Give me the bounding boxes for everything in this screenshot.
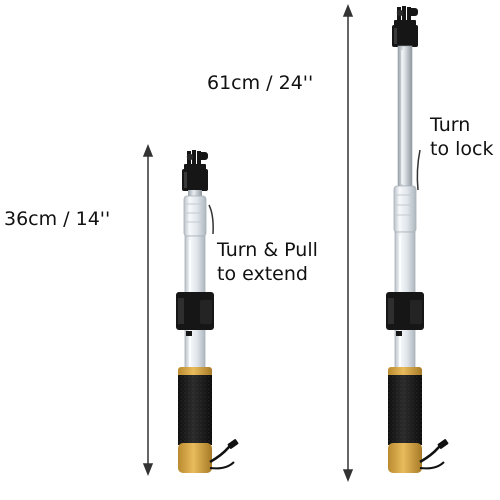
gopro-mount-icon xyxy=(392,6,418,47)
pull-pointer-line xyxy=(208,204,214,235)
short-length-label: 36cm / 14'' xyxy=(4,208,111,230)
wrist-strap-icon xyxy=(419,439,449,470)
short-dimension-arrow xyxy=(142,143,154,477)
lock-instruction-line1: Turn xyxy=(430,114,471,136)
lock-instruction-line2: to lock xyxy=(430,138,494,160)
clip-bracket-icon xyxy=(386,292,424,336)
extended-pole xyxy=(386,6,449,473)
pull-instruction-line2: to extend xyxy=(217,263,308,285)
pull-instruction-line1: Turn & Pull xyxy=(217,239,318,261)
lock-pointer-line xyxy=(416,149,421,191)
wrist-strap-icon xyxy=(209,439,239,470)
extended-length-label: 61cm / 24'' xyxy=(207,72,314,94)
short-pole xyxy=(176,150,239,473)
clip-bracket-icon xyxy=(176,292,214,336)
long-dimension-arrow xyxy=(342,3,354,483)
gopro-mount-icon xyxy=(182,150,208,191)
